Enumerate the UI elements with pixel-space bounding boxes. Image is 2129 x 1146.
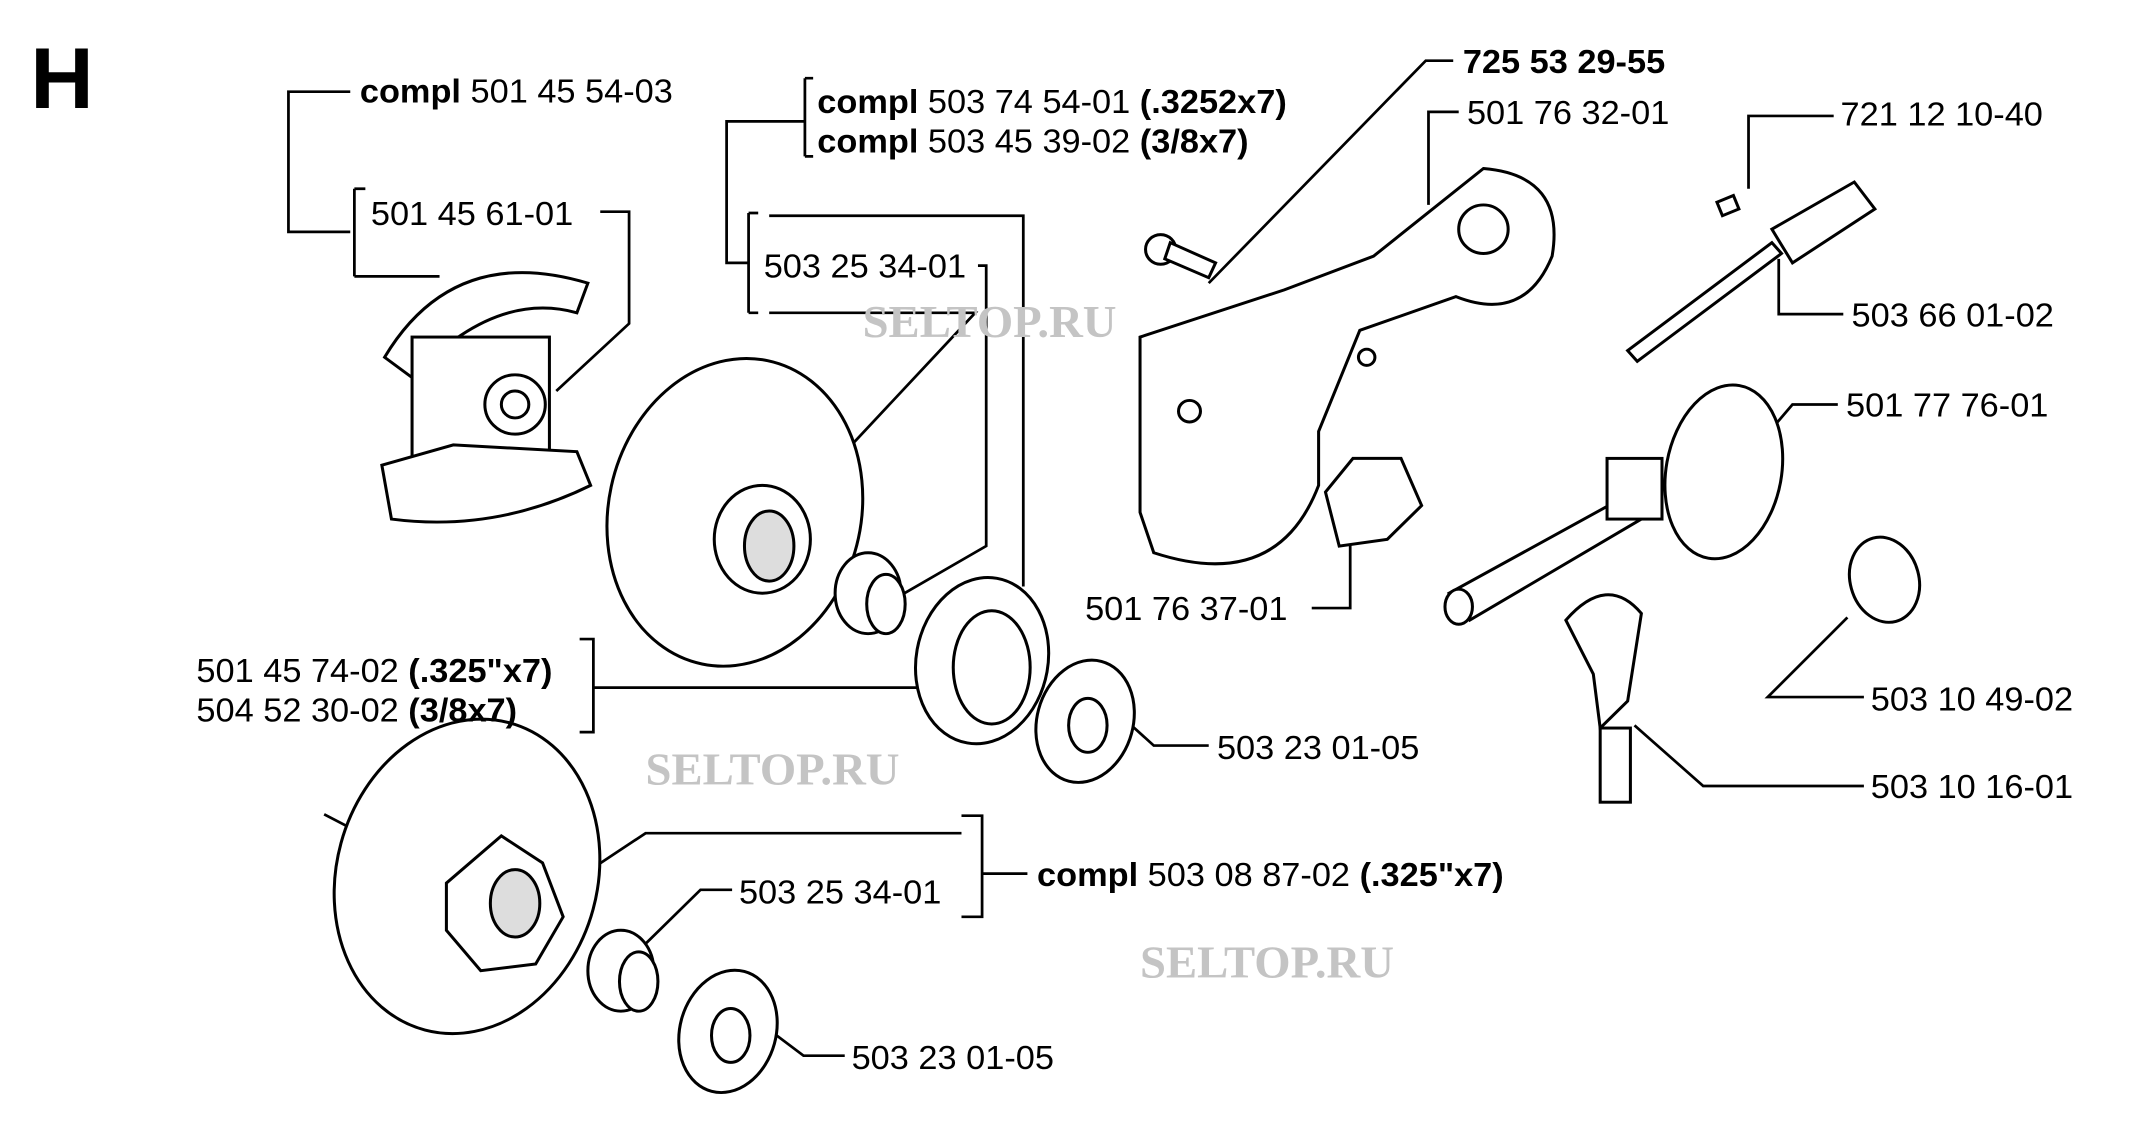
label-bearing-lower: 503 25 34-01 <box>739 874 941 912</box>
clutch-part <box>380 271 593 524</box>
label-shaft: 503 66 01-02 <box>1852 297 2054 335</box>
worm-gear-part <box>1847 535 1922 624</box>
label-rim-a: 501 45 74-02 (.325"x7) <box>196 652 552 690</box>
clutch-drum-part <box>605 357 865 668</box>
label-hose: 503 10 16-01 <box>1871 768 2073 806</box>
label-drum2-compl: compl 503 08 87-02 (.325"x7) <box>1037 856 1504 894</box>
pin-part <box>1714 193 1741 218</box>
rim-sprocket-part <box>913 576 1051 746</box>
watermark: SELTOP.RU <box>1140 938 1394 989</box>
watermark: SELTOP.RU <box>646 745 900 796</box>
label-pin: 721 12 10-40 <box>1841 96 2043 134</box>
label-oil-pump: 501 77 76-01 <box>1846 387 2048 425</box>
plate-part <box>1138 167 1556 566</box>
washer-part <box>1034 658 1136 784</box>
oil-pump-part <box>1443 383 1785 626</box>
label-washer-lower: 503 23 01-05 <box>852 1039 1054 1077</box>
guide-part <box>1323 456 1424 548</box>
needle-bearing-2-part <box>586 928 660 1013</box>
label-drum-compl-b: compl 503 45 39-02 (3/8x7) <box>817 123 1248 161</box>
washer-2-part <box>677 968 779 1095</box>
label-washer-upper: 503 23 01-05 <box>1217 729 1419 767</box>
hose-part <box>1564 593 1643 804</box>
leader-lines <box>287 59 1864 1058</box>
clutch-drum-2-part <box>332 717 602 1036</box>
needle-bearing-part <box>833 551 907 636</box>
watermark: SELTOP.RU <box>863 297 1117 348</box>
shaft-part <box>1625 180 1878 364</box>
label-bearing-upper: 503 25 34-01 <box>764 248 966 286</box>
label-screw: 725 53 29-55 <box>1463 43 1665 81</box>
label-clutch-shoe: 501 45 61-01 <box>371 195 573 233</box>
label-rim-b: 504 52 30-02 (3/8x7) <box>196 692 517 730</box>
screw-part <box>1144 233 1218 280</box>
label-worm: 503 10 49-02 <box>1871 681 2073 719</box>
section-letter: H <box>30 31 93 127</box>
label-guide: 501 76 37-01 <box>1085 590 1287 628</box>
label-clutch-compl: compl 501 45 54-03 <box>360 73 673 111</box>
label-plate: 501 76 32-01 <box>1467 94 1669 132</box>
label-drum-compl-a: compl 503 74 54-01 (.3252x7) <box>817 84 1287 122</box>
